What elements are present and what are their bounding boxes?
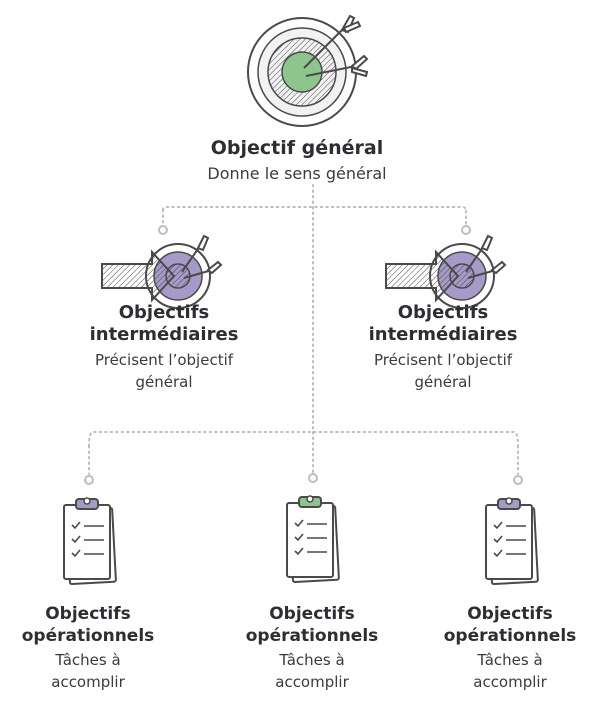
node-title: Objectifs intermédiaires — [64, 302, 264, 346]
connector-dot — [461, 225, 471, 235]
node-description-line: accomplir — [51, 673, 125, 691]
node-general-objective: Objectif général Donne le sens général — [147, 136, 447, 185]
node-description-line: Tâches à — [477, 651, 543, 669]
connector-dot — [308, 473, 318, 483]
connector-top-bar — [162, 206, 467, 212]
node-title: Objectifs opérationnels — [425, 603, 595, 647]
node-intermediate-objective: Objectifs intermédiaires Précisent l’obj… — [64, 302, 264, 393]
node-description: Tâches à accomplir — [3, 649, 173, 693]
node-title: Objectifs opérationnels — [227, 603, 397, 647]
node-description-line: accomplir — [275, 673, 349, 691]
node-operational-objective: Objectifs opérationnels Tâches à accompl… — [3, 603, 173, 693]
connector-bottom-bar — [88, 431, 519, 447]
node-description: Précisent l’objectif général — [343, 349, 543, 393]
node-operational-objective: Objectifs opérationnels Tâches à accompl… — [425, 603, 595, 693]
clipboard-checklist-icon — [63, 497, 117, 585]
node-title-line: intermédiaires — [89, 324, 239, 345]
node-title-line: Objectifs — [118, 302, 210, 323]
node-title: Objectifs intermédiaires — [343, 302, 543, 346]
node-operational-objective: Objectifs opérationnels Tâches à accompl… — [227, 603, 397, 693]
node-title-line: Objectifs — [269, 604, 355, 624]
node-title-line: opérationnels — [21, 626, 155, 646]
node-description: Tâches à accomplir — [227, 649, 397, 693]
node-description: Tâches à accomplir — [425, 649, 595, 693]
clipboard-checklist-icon — [286, 495, 340, 583]
clipboard-checklist-icon — [485, 497, 539, 585]
node-description: Donne le sens général — [207, 164, 387, 183]
node-description-line: général — [414, 373, 472, 391]
node-description-line: Précisent l’objectif — [94, 351, 234, 369]
target-arrow-icon — [385, 234, 507, 309]
node-description-line: Tâches à — [279, 651, 345, 669]
node-title-line: intermédiaires — [368, 324, 518, 345]
node-description: Précisent l’objectif général — [64, 349, 264, 393]
node-description-line: accomplir — [473, 673, 547, 691]
node-description-line: Tâches à — [55, 651, 121, 669]
node-title-line: opérationnels — [245, 626, 379, 646]
node-description-line: général — [135, 373, 193, 391]
connector-dot — [84, 475, 94, 485]
node-title: Objectifs opérationnels — [3, 603, 173, 647]
node-title: Objectif général — [210, 137, 384, 159]
node-title-line: opérationnels — [443, 626, 577, 646]
node-title-line: Objectifs — [45, 604, 131, 624]
node-intermediate-objective: Objectifs intermédiaires Précisent l’obj… — [343, 302, 543, 393]
node-title-line: Objectifs — [467, 604, 553, 624]
connector-dot — [158, 225, 168, 235]
connector-dot — [513, 475, 523, 485]
node-title-line: Objectifs — [397, 302, 489, 323]
target-with-arrows-icon — [247, 14, 369, 127]
node-description-line: Précisent l’objectif — [373, 351, 513, 369]
target-arrow-icon — [101, 234, 223, 309]
